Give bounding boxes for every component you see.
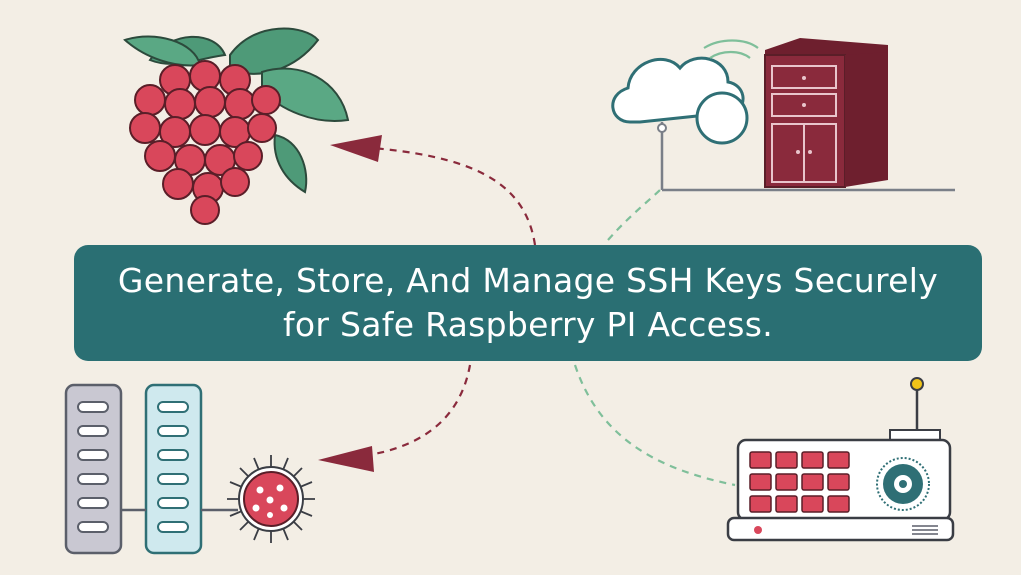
- dashed-arrow-to-raspberry: [359, 145, 537, 246]
- server-cabinet-icon: [764, 38, 888, 188]
- arrowhead-raspberry: [330, 135, 382, 162]
- dashed-arrow-to-virus: [344, 364, 472, 460]
- raspberry-icon: [123, 27, 350, 225]
- banner-title-line-1: Generate, Store, And Manage SSH Keys Sec…: [117, 261, 939, 300]
- cloud-icon: [611, 39, 955, 192]
- dashed-line-to-router: [573, 364, 736, 487]
- title-banner: Generate, Store, And Manage SSH Keys Sec…: [74, 245, 982, 361]
- router-device-icon: [726, 377, 955, 542]
- arrowhead-virus: [318, 446, 374, 472]
- server-racks-icon: [64, 383, 238, 555]
- virus-icon: [227, 455, 315, 543]
- banner-title-line-2: for Safe Raspberry PI Access.: [282, 305, 774, 344]
- dashed-line-to-cloud: [607, 187, 663, 241]
